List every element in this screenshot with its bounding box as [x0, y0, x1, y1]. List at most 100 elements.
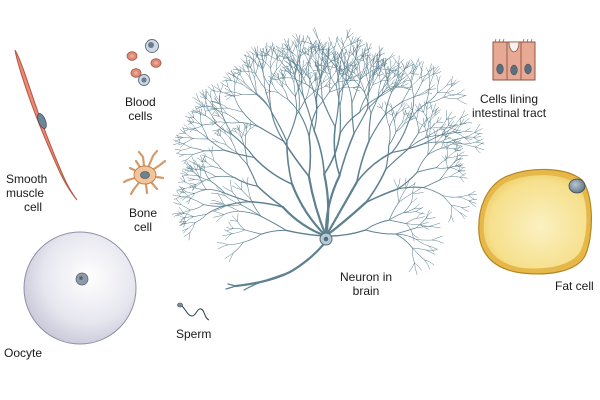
dendrite-branch [245, 128, 251, 137]
dendrite-branch [357, 39, 362, 48]
dendrite-branch [212, 106, 224, 118]
dendrite-branch [423, 112, 430, 124]
dendrite-branch [415, 211, 425, 215]
dendrite-branch [315, 61, 325, 67]
dendrite-branch [443, 137, 451, 141]
dendrite-branch [196, 170, 201, 179]
dendrite-branch [446, 151, 456, 159]
dendrite-branch [172, 194, 181, 197]
dendrite-branch [260, 215, 287, 231]
dendrite-branch [459, 176, 465, 183]
dendrite-branch [203, 107, 207, 117]
dendrite-branch [458, 151, 465, 156]
dendrite-branch [408, 262, 415, 273]
dendrite-branch [222, 233, 233, 236]
dendrite-branch [222, 116, 233, 136]
dendrite-branch [424, 259, 435, 266]
dendrite-branch [400, 102, 406, 108]
dendrite-branch [255, 93, 272, 112]
dendrite-branch [184, 181, 194, 188]
dendrite-branch [405, 223, 413, 234]
dendrite-branch [393, 57, 399, 65]
dendrite-branch [278, 55, 289, 59]
dendrite-branch [359, 79, 365, 93]
dendrite-branch [211, 152, 215, 162]
dendrite-branch [316, 91, 330, 109]
dendrite-branch [277, 46, 285, 52]
dendrite-branch [192, 168, 204, 171]
dendrite-branch [185, 222, 196, 224]
dendrite-branch [353, 108, 368, 134]
dendrite-branch [354, 66, 356, 74]
dendrite-branch [370, 65, 380, 69]
dendrite-branch [416, 239, 429, 246]
dendrite-branch [284, 38, 288, 48]
dendrite-branch [229, 128, 234, 134]
dendrite-branch [219, 91, 221, 102]
dendrite-branch [324, 60, 334, 65]
dendrite-branch [231, 91, 242, 95]
dendrite-branch [192, 186, 207, 190]
dendrite-branch [283, 55, 294, 60]
dendrite-branch [181, 147, 191, 151]
dendrite-branch [213, 160, 222, 170]
dendrite-branch [386, 77, 392, 93]
dendrite-branch [473, 137, 481, 142]
dendrite-branch [351, 79, 361, 104]
dendrite-branch [443, 94, 457, 98]
dendrite-branch [294, 39, 297, 48]
dendrite-branch [225, 133, 232, 141]
dendrite-branch [313, 98, 318, 132]
dendrite-branch [240, 58, 248, 64]
dendrite-branch [426, 100, 428, 110]
dendrite-branch [455, 160, 460, 167]
dendrite-branch [233, 127, 237, 133]
dendrite-branch [332, 54, 339, 62]
dendrite-branch [233, 242, 244, 254]
dendrite-branch [404, 71, 411, 82]
dendrite-branch [213, 85, 223, 93]
dendrite-branch [416, 212, 424, 219]
dendrite-branch [368, 76, 373, 84]
dendrite-branch [181, 159, 188, 162]
dendrite-branch [178, 188, 185, 190]
dendrite-branch [417, 121, 426, 128]
dendrite-branch [435, 137, 442, 145]
dendrite-branch [225, 93, 233, 96]
dendrite-branch [298, 45, 301, 59]
dendrite-branch [215, 110, 220, 117]
dendrite-branch [211, 108, 218, 116]
dendrite-branch [230, 80, 244, 85]
dendrite-branch [447, 89, 454, 94]
dendrite-branch [247, 59, 250, 69]
dendrite-branch [419, 74, 428, 79]
dendrite-branch [356, 52, 360, 65]
dendrite-branch [379, 67, 387, 78]
dendrite-branch [188, 179, 195, 181]
dendrite-branch [411, 187, 423, 194]
dendrite-branch [365, 168, 387, 204]
dendrite-branch [211, 146, 213, 154]
dendrite-branch [239, 130, 246, 137]
dendrite-branch [314, 27, 319, 39]
dendrite-branch [348, 44, 352, 58]
dendrite-branch [457, 194, 469, 198]
dendrite-branch [185, 199, 191, 203]
dendrite-branch [329, 87, 343, 93]
dendrite-branch [277, 73, 280, 80]
dendrite-branch [219, 101, 224, 118]
dendrite-branch [217, 129, 220, 137]
dendrite-branch [180, 204, 191, 211]
dendrite-branch [356, 140, 370, 183]
dendrite-branch [191, 156, 196, 164]
dendrite-branch [211, 166, 222, 170]
dendrite-branch [369, 65, 372, 78]
dendrite-branch [374, 61, 379, 74]
dendrite-branch [418, 120, 427, 134]
dendrite-branch [402, 109, 405, 116]
dendrite-branch [407, 137, 426, 151]
dendrite-branch [363, 70, 367, 77]
dendrite-branch [354, 80, 365, 93]
dendrite-branch [333, 48, 337, 68]
dendrite-branch [187, 222, 196, 229]
